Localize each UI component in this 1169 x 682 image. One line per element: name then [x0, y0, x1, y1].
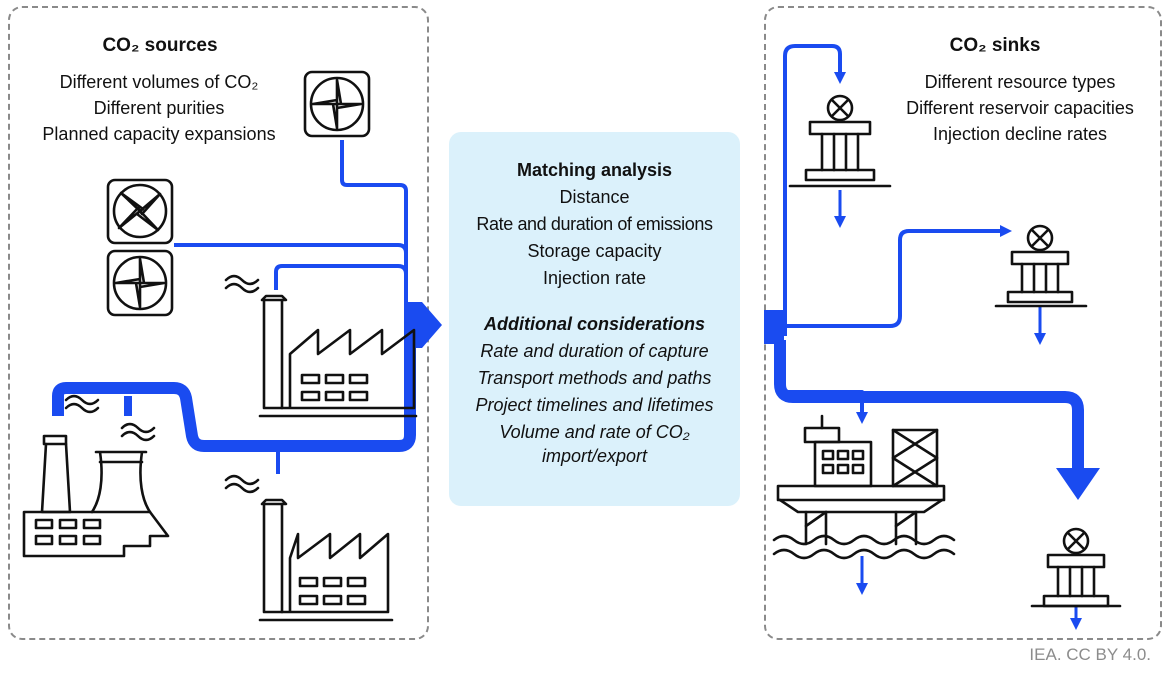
sinks-title: CO₂ sinks — [949, 35, 1041, 56]
arrow-sink-big — [1056, 468, 1100, 500]
pipe-power-plant — [52, 312, 416, 452]
sources-title: CO₂ sources — [102, 35, 218, 56]
matching-panel — [449, 132, 740, 506]
inlet-block — [764, 310, 784, 344]
additional-item-4: Volume and rate of CO₂ — [499, 422, 690, 442]
fan-unit-icon-3 — [106, 249, 174, 317]
sources-line-3: Planned capacity expansions — [42, 124, 276, 144]
factory-icon-2 — [224, 474, 394, 622]
sources-line-2: Different purities — [93, 98, 225, 118]
sinks-line-3: Injection decline rates — [932, 124, 1108, 144]
fan-unit-icon-2 — [106, 178, 174, 245]
additional-item-2: Transport methods and paths — [477, 368, 712, 388]
arrow-down-3 — [856, 583, 868, 595]
pipe-fan-top — [340, 140, 408, 312]
arrow-down-2 — [1034, 333, 1046, 345]
matching-item-2: Rate and duration of emissions — [476, 214, 713, 234]
arrow-into-matching — [408, 302, 442, 348]
wellhead-icon-1 — [788, 94, 892, 188]
pipe-fans-left — [174, 243, 408, 312]
additional-item-3: Project timelines and lifetimes — [475, 395, 714, 415]
additional-item-1: Rate and duration of capture — [480, 341, 709, 361]
pipe-sink-big — [774, 340, 1084, 470]
matching-item-3: Storage capacity — [527, 241, 662, 261]
additional-title: Additional considerations — [483, 314, 706, 334]
credit-text: IEA. CC BY 4.0. — [1029, 645, 1151, 664]
power-plant-icon — [22, 394, 170, 558]
wellhead-icon-3 — [1030, 527, 1122, 608]
pipe-sink-right — [780, 229, 1000, 328]
matching-item-1: Distance — [559, 187, 630, 207]
pipe-sink-vertical — [783, 44, 842, 336]
arrow-down-1 — [834, 216, 846, 228]
matching-text: Matching analysis Distance Rate and dura… — [449, 158, 740, 468]
wellhead-icon-2 — [994, 224, 1088, 308]
fan-unit-icon-1 — [303, 70, 371, 138]
offshore-platform-icon — [772, 414, 956, 560]
sources-line-1: Different volumes of CO₂ — [59, 72, 259, 92]
arrow-down-4 — [1070, 618, 1082, 630]
additional-item-5: import/export — [541, 446, 648, 466]
arrow-offshore — [856, 412, 868, 424]
arrow-sink-top — [834, 72, 846, 84]
matching-item-4: Injection rate — [542, 268, 647, 288]
factory-icon-1 — [224, 274, 418, 418]
sinks-line-2: Different reservoir capacities — [906, 98, 1134, 118]
pipe-factory-top — [274, 264, 408, 312]
sinks-line-1: Different resource types — [924, 72, 1116, 92]
matching-title: Matching analysis — [516, 160, 673, 180]
arrow-sink-right — [1000, 225, 1012, 237]
